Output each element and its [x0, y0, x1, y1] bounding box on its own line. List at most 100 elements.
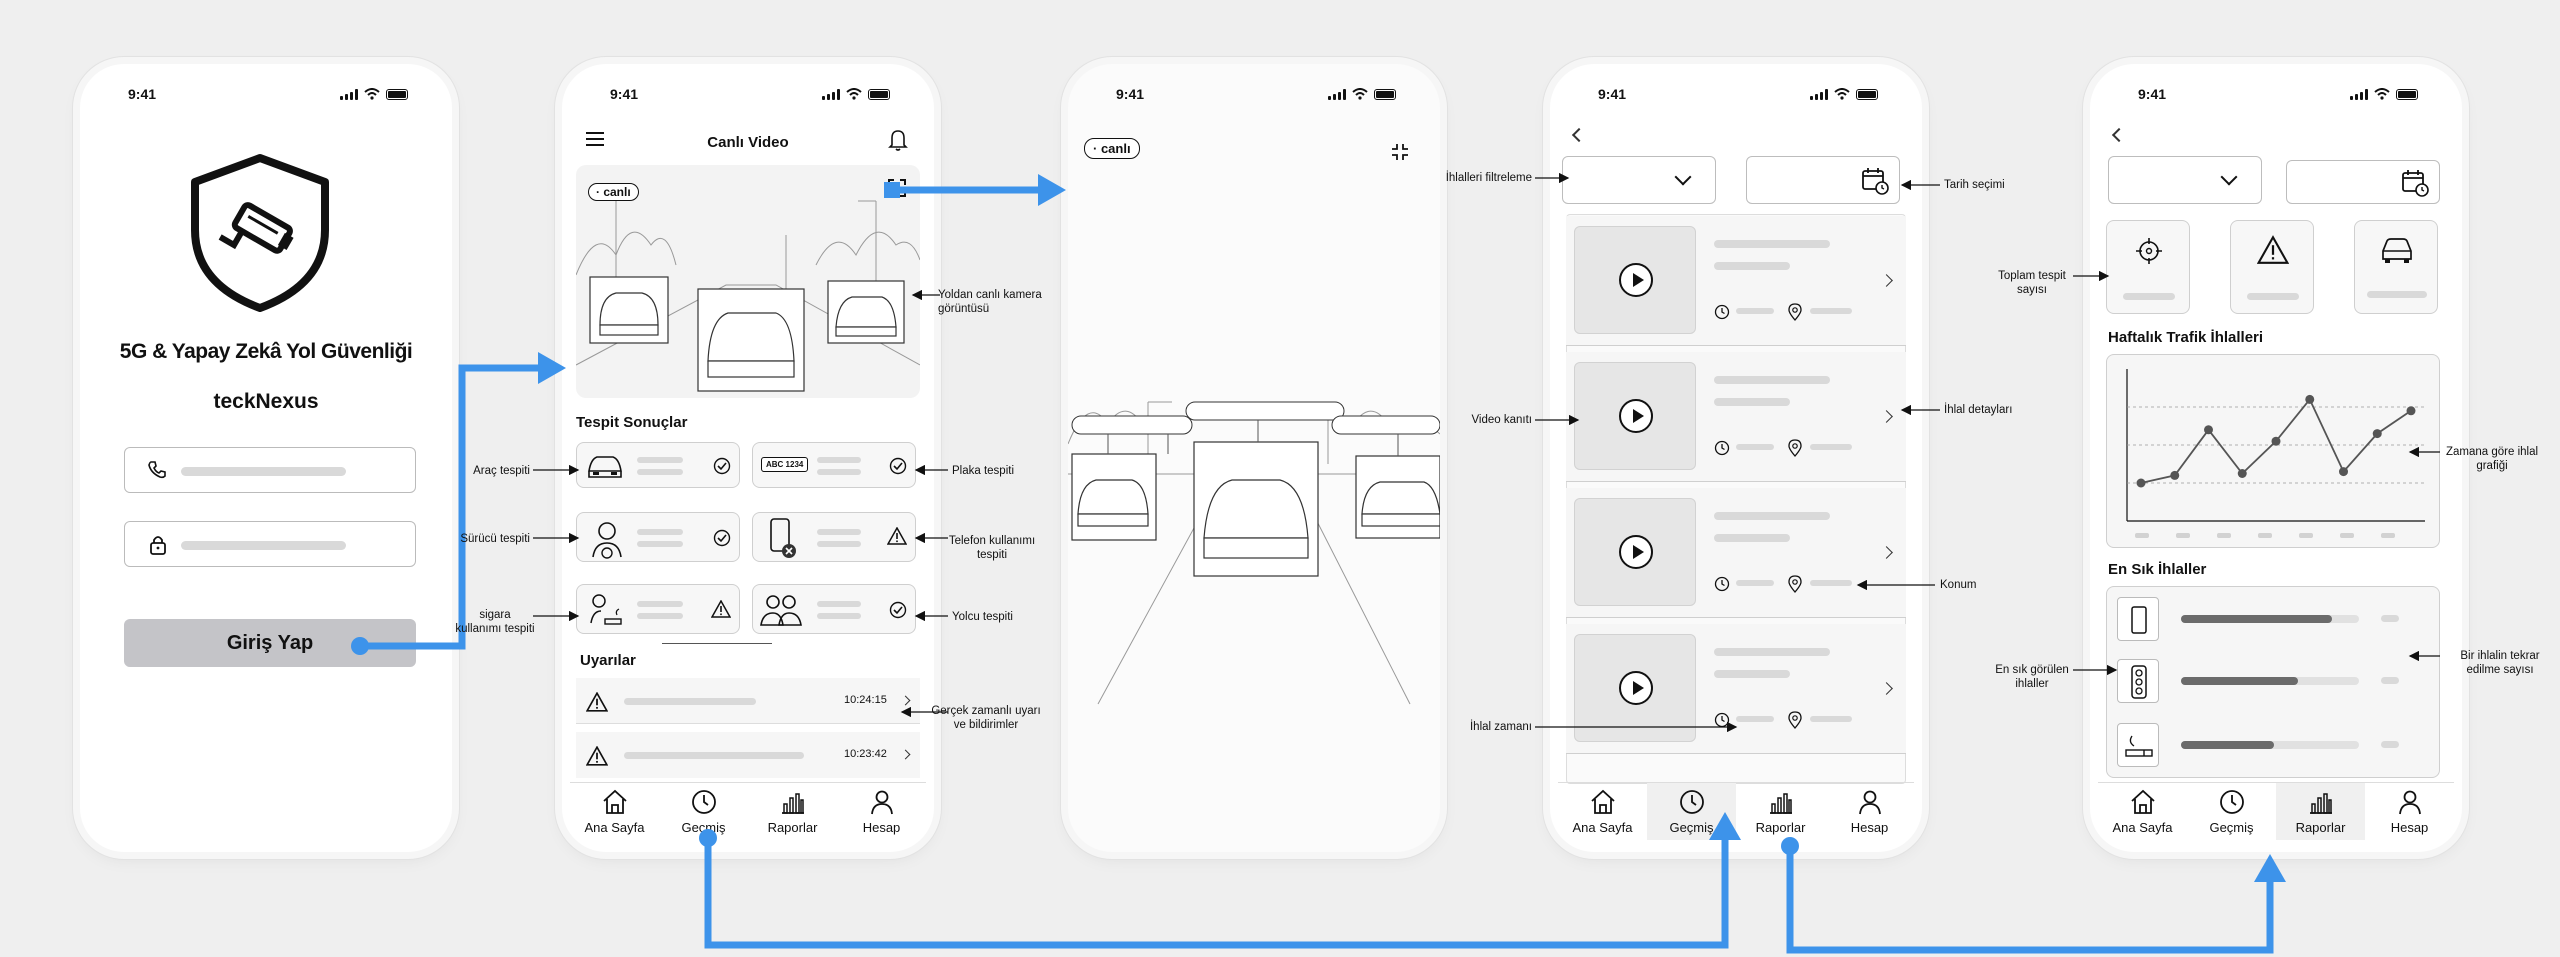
detection-card-plate[interactable]: ABC 1234 — [752, 442, 916, 488]
home-icon — [602, 789, 627, 814]
filter-dropdown[interactable] — [1562, 156, 1716, 204]
annotation-time-chart: Zamana göre ihlal grafiği — [2445, 446, 2539, 472]
play-icon[interactable] — [1619, 263, 1653, 297]
detection-card-passenger[interactable] — [752, 584, 916, 634]
target-icon — [2136, 238, 2162, 264]
tab-label: Ana Sayfa — [2112, 820, 2173, 835]
violation-row[interactable] — [1566, 216, 1906, 346]
alert-row[interactable]: 10:24:15 — [576, 678, 920, 724]
stat-card-vehicles[interactable] — [2354, 220, 2438, 314]
clock-icon — [1714, 440, 1730, 456]
history-screen: 9:41 — [1550, 64, 1922, 852]
tab-label: Raporlar — [2295, 820, 2346, 835]
exit-fullscreen-icon[interactable] — [1390, 142, 1410, 162]
bar-chart-icon — [2309, 793, 2332, 814]
status-bar: 9:41 — [2090, 84, 2462, 104]
tab-label: Hesap — [1850, 820, 1889, 835]
tab-label: Hesap — [2390, 820, 2429, 835]
road-scene-fullscreen — [1068, 401, 1440, 705]
section-detections: Tespit Sonuçlar — [576, 414, 688, 431]
location-pin-icon — [1788, 575, 1802, 593]
detection-card-driver[interactable] — [576, 512, 740, 562]
user-icon — [1858, 790, 1881, 815]
battery-icon — [386, 88, 408, 100]
detection-card-smoking[interactable] — [576, 584, 740, 634]
detection-card-vehicle[interactable] — [576, 442, 740, 488]
brand-name: teckNexus — [213, 390, 319, 413]
fullscreen-icon[interactable] — [888, 179, 906, 197]
wifi-icon — [1834, 88, 1850, 100]
filter-dropdown[interactable] — [2108, 156, 2262, 204]
battery-icon — [868, 88, 890, 100]
violation-row[interactable] — [1566, 352, 1906, 482]
x-tick-placeholder — [2340, 533, 2354, 538]
x-tick-placeholder — [2381, 533, 2395, 538]
alert-time: 10:23:42 — [844, 748, 887, 760]
page-title: Canlı Video — [707, 134, 789, 151]
tab-history[interactable]: Geçmiş — [2187, 783, 2276, 840]
tab-account[interactable]: Hesap — [2365, 783, 2454, 840]
tab-reports[interactable]: Raporlar — [1736, 783, 1825, 840]
weekly-chart-card — [2106, 354, 2440, 548]
password-field[interactable] — [124, 521, 416, 567]
tab-home[interactable]: Ana Sayfa — [570, 783, 659, 840]
user-icon — [2398, 790, 2421, 815]
alert-row[interactable]: 10:23:42 — [576, 732, 920, 778]
flow-start-dot — [699, 829, 717, 847]
annotation-plate: Plaka tespiti — [952, 465, 1015, 477]
live-badge: · canlı — [1084, 138, 1140, 159]
menu-icon[interactable] — [586, 132, 604, 146]
stat-card-warnings[interactable] — [2230, 220, 2314, 314]
alert-time: 10:24:15 — [844, 694, 887, 706]
tab-label: Hesap — [862, 820, 901, 835]
lock-icon — [150, 536, 166, 555]
frequent-row[interactable] — [2117, 595, 2431, 643]
violation-bar-fill — [2181, 615, 2333, 623]
calendar-icon — [1862, 168, 1889, 195]
date-picker[interactable] — [2286, 160, 2440, 204]
signal-icon — [1810, 88, 1828, 100]
play-icon[interactable] — [1619, 671, 1653, 705]
battery-icon — [2396, 88, 2418, 100]
wifi-icon — [2374, 88, 2390, 100]
tab-reports[interactable]: Raporlar — [2276, 783, 2365, 840]
violation-row[interactable] — [1566, 624, 1906, 754]
flow-start-dot — [351, 637, 369, 655]
date-picker[interactable] — [1746, 156, 1900, 204]
tab-history[interactable]: Geçmiş — [659, 783, 748, 840]
status-time: 9:41 — [128, 86, 157, 102]
flow-arrow-history — [704, 838, 1729, 949]
frequent-row[interactable] — [2117, 657, 2431, 705]
annotation-phone: Telefon kullanımı tespiti — [948, 535, 1036, 561]
violation-row[interactable] — [1566, 488, 1906, 618]
tab-account[interactable]: Hesap — [1825, 783, 1914, 840]
clock-icon — [2219, 790, 2244, 814]
frequent-row[interactable] — [2117, 721, 2431, 769]
tab-home[interactable]: Ana Sayfa — [2098, 783, 2187, 840]
play-icon[interactable] — [1619, 399, 1653, 433]
tab-home[interactable]: Ana Sayfa — [1558, 783, 1647, 840]
weekly-line-chart — [2126, 369, 2425, 538]
annotation-driver: Sürücü tespiti — [460, 533, 530, 545]
clock-icon — [691, 790, 716, 814]
tab-bar: Ana Sayfa Geçmiş Raporlar Hesap — [2098, 782, 2454, 840]
tab-account[interactable]: Hesap — [837, 783, 926, 840]
phone-field[interactable] — [124, 447, 416, 493]
divider — [662, 643, 772, 644]
play-icon[interactable] — [1619, 535, 1653, 569]
annotation-total: Toplam tespit sayısı — [1998, 270, 2066, 296]
driver-icon — [592, 522, 622, 559]
tab-reports[interactable]: Raporlar — [748, 783, 837, 840]
fullscreen-video-screen: 9:41 · canlı — [1068, 64, 1440, 852]
stat-card-total[interactable] — [2106, 220, 2190, 314]
bell-icon[interactable] — [888, 128, 908, 152]
signal-icon — [2350, 88, 2368, 100]
camera-feed[interactable]: · canlı — [576, 165, 920, 398]
road-scene-illustration — [576, 194, 920, 392]
wifi-icon — [846, 88, 862, 100]
violation-bar-fill — [2181, 741, 2274, 749]
warning-icon — [711, 600, 731, 618]
detection-card-phone[interactable] — [752, 512, 916, 562]
phone-icon — [2131, 606, 2147, 634]
x-tick-placeholder — [2299, 533, 2313, 538]
